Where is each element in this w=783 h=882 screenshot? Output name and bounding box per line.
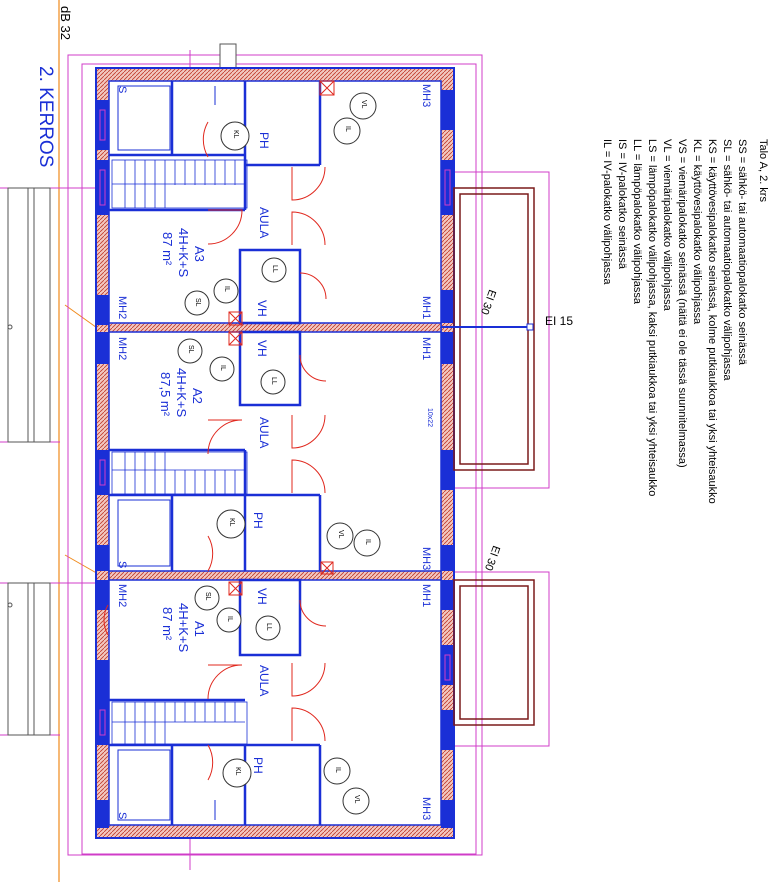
room-ph-a1: PH	[251, 757, 265, 774]
room-aula-a2: AULA	[257, 417, 271, 449]
room-mh1-a3: MH1	[420, 296, 432, 320]
party-wall	[108, 322, 442, 333]
marker-dot	[7, 324, 13, 330]
apartment-a2-name: A2	[190, 388, 205, 404]
ll-label: LL	[270, 377, 277, 385]
staircase	[111, 159, 248, 745]
room-mh2-a3: MH2	[116, 296, 128, 320]
legend-title: Talo A, 2. krs	[757, 139, 769, 202]
room-vh-a1: VH	[255, 588, 269, 605]
room-s-a3: S	[116, 86, 128, 94]
il-label: IL	[219, 365, 226, 371]
kl-label: KL	[234, 767, 241, 776]
room-ph-a2: PH	[251, 512, 265, 529]
room-s-a2: S	[116, 561, 128, 569]
floor-title: 2. KERROS	[35, 66, 56, 168]
party-wall	[108, 570, 442, 581]
kl-label: KL	[232, 130, 239, 139]
sl-label: SL	[187, 345, 194, 354]
room-mh1-a1: MH1	[420, 584, 432, 608]
room-aula-a3: AULA	[257, 207, 271, 239]
windows	[96, 90, 454, 828]
room-vh-a2: VH	[255, 340, 269, 357]
legend-line: VS = viemäripalokatko seinässä (näitä ei…	[676, 139, 688, 468]
ll-label: LL	[271, 265, 278, 273]
room-mh1-a2: MH1	[420, 337, 432, 361]
apartment-a3-area: 87 m²	[160, 232, 175, 266]
apartment-a3-name: A3	[192, 246, 207, 262]
room-aula-a1: AULA	[257, 665, 271, 697]
legend-line: SL = sähkö- tai automaatiopalokatko väli…	[721, 139, 733, 381]
room-vh-a3: VH	[255, 300, 269, 317]
sl-label: SL	[204, 592, 211, 601]
ll-label: LL	[265, 623, 272, 631]
entrance-canopy	[7, 187, 51, 736]
doors	[103, 121, 327, 781]
room-mh3-a2: MH3	[420, 547, 432, 571]
room-mh2-a2: MH2	[116, 337, 128, 361]
apartment-a1-area: 87 m²	[160, 607, 175, 641]
db-label: dB 32	[58, 6, 73, 40]
marker-dot	[7, 602, 13, 608]
il-label: IL	[344, 126, 351, 132]
shafts	[228, 80, 335, 596]
legend-line: LL = lämpöpalokatko välipohjassa	[631, 139, 643, 305]
sl-label: SL	[194, 298, 201, 307]
apartment-a1-type: 4H+K+S	[176, 603, 191, 653]
thin-walls	[117, 85, 216, 821]
legend-line: KS = käyttövesipalokatko seinässä, kolme…	[706, 139, 718, 504]
chimney	[219, 43, 237, 69]
vl-label: VL	[360, 100, 367, 109]
apartment-a1-name: A1	[192, 621, 207, 637]
room-mh3-a1: MH3	[420, 797, 432, 821]
balcony	[453, 187, 535, 726]
room-mh2-a1: MH2	[116, 584, 128, 608]
window-frames	[99, 109, 451, 736]
legend-line: IL = IV-palokatko välipohjassa	[601, 139, 613, 285]
fire-ei15: EI 15	[545, 314, 574, 328]
apartment-a3-type: 4H+K+S	[176, 228, 191, 278]
legend-line: IS = IV-palokatko seinässä	[616, 139, 628, 269]
il-label: IL	[364, 539, 371, 545]
firestop-circles	[177, 92, 381, 815]
il-label: IL	[226, 616, 233, 622]
legend-line: SS = sähkö- tai automaatiopalokatko sein…	[736, 139, 748, 365]
kl-label: KL	[228, 518, 235, 527]
legend-line: VL = viemäripalokatko välipohjassa	[661, 139, 673, 311]
fire-marker	[526, 323, 534, 331]
vl-label: VL	[353, 795, 360, 804]
interior-walls	[109, 81, 322, 825]
il-label: IL	[223, 286, 230, 292]
dimension-label: 10x22	[426, 408, 433, 428]
room-s-a1: S	[116, 812, 128, 820]
interior	[108, 80, 442, 826]
apartment-a2-area: 87,5 m²	[158, 372, 173, 417]
legend-line: KL = käyttövesipalokatko välipohjassa	[691, 139, 703, 325]
legend-line: LS = lämpöpalokatko välipohjassa, kaksi …	[646, 139, 658, 497]
room-ph-a3: PH	[257, 132, 271, 149]
il-label: IL	[334, 767, 341, 773]
room-mh3-a3: MH3	[420, 84, 432, 108]
apartment-a2-type: 4H+K+S	[174, 368, 189, 418]
vl-label: VL	[337, 530, 344, 539]
